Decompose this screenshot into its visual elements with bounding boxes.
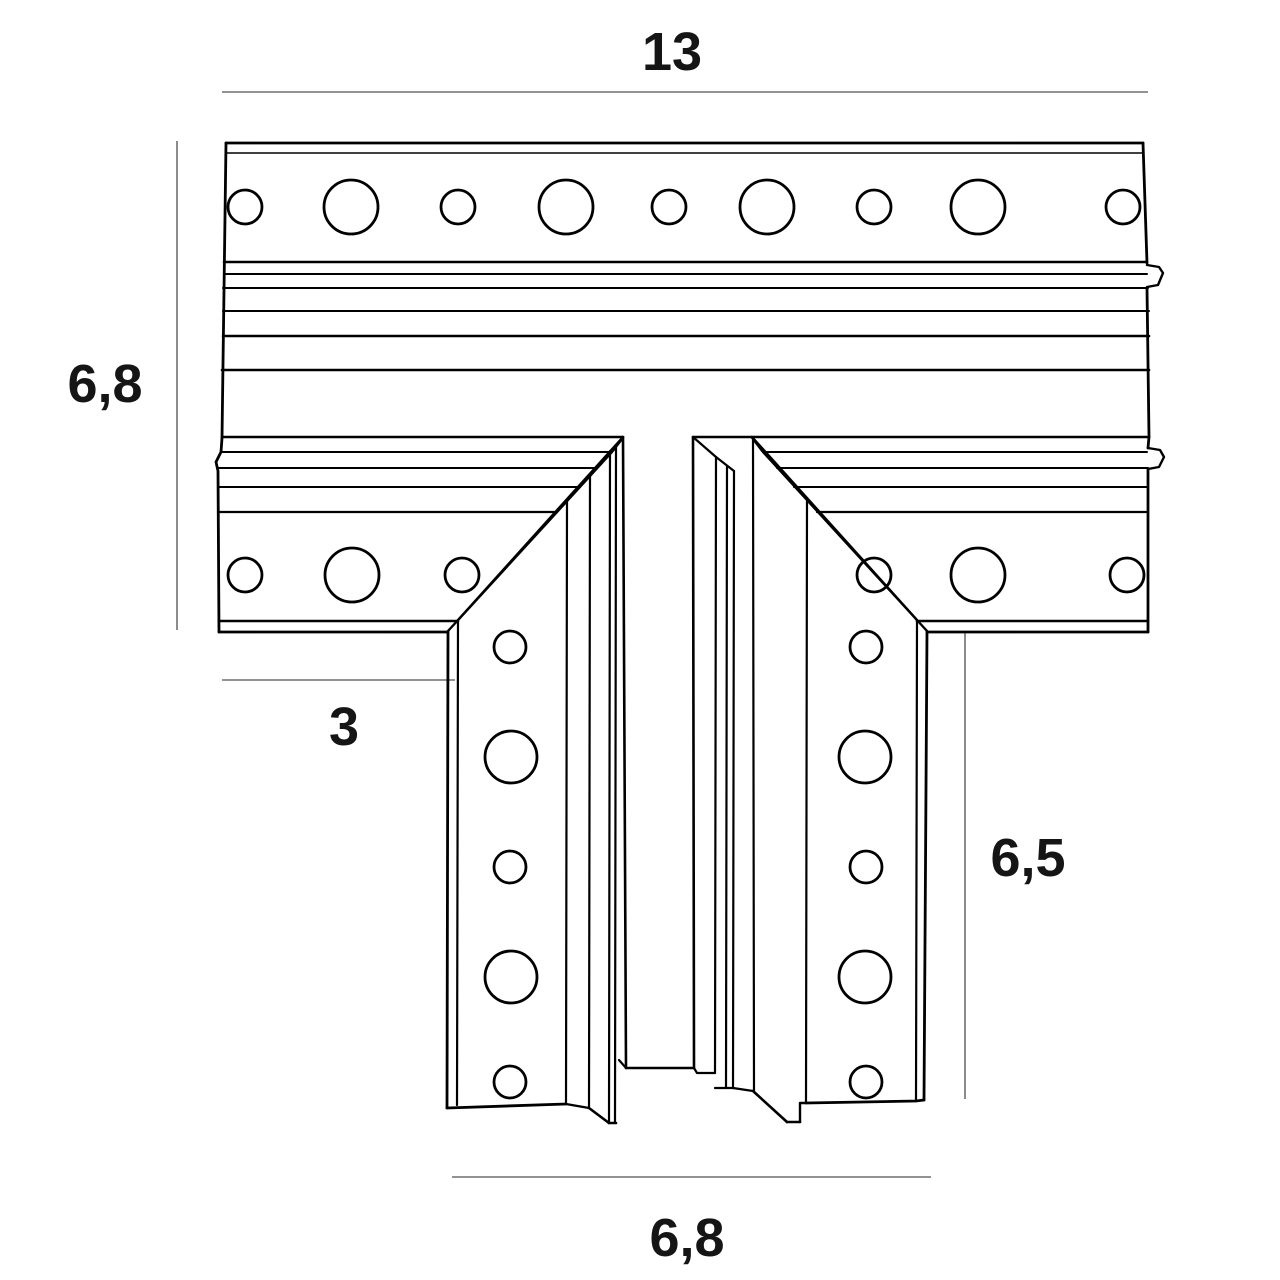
label-stem-bottom-width: 6,8 [649,1208,724,1268]
right-foot-shoulder [731,1086,755,1093]
left-flange-bottom [445,1102,568,1110]
miter-diagonal-inner [446,450,614,633]
miter-diagonal-inner [761,450,929,633]
mounting-hole-small [848,629,884,665]
junction-fan-diagonal [714,455,736,473]
mounting-hole-small [443,556,481,594]
top-bar [214,141,1165,634]
label-top-width: 13 [642,22,702,82]
mounting-hole-small [650,188,688,226]
miter-cap [612,437,624,452]
mounting-hole-small [492,629,528,665]
mounting-hole-small [1104,188,1142,226]
stem-right-inner-edge [914,618,919,1103]
stem-ridge-line [564,499,569,1106]
left-outer-edge [214,141,228,634]
mounting-hole-large [323,546,381,604]
mounting-hole-large [483,729,539,785]
stem-ridge-line [587,474,592,1110]
left-foot-chamfer [587,1106,611,1125]
mounting-hole-large [322,178,380,236]
channel-right-wall [691,435,696,1070]
label-stem-right-height: 6,5 [990,828,1065,888]
right-foot-side [798,1101,808,1124]
stem-right-outer-edge [922,630,929,1102]
stem-ridge-line [724,464,729,1090]
mounting-hole-small [848,849,884,885]
left-foot-shoulder [564,1102,591,1110]
mounting-hole-small [226,188,264,226]
mounting-hole-large [837,729,893,785]
mounting-hole-large [949,178,1007,236]
stem-ridge-line [751,438,756,1093]
right-lip-upper [1145,263,1165,289]
stem-ridge-line [713,455,718,1075]
stem-left-inner-edge [455,618,460,1107]
mounting-hole-small [848,1064,884,1100]
stem-ridge-line [731,469,736,1090]
stem [445,435,929,1125]
stem-ridge-line [607,449,612,1125]
dimension-lines [176,91,1148,1178]
stem-ridge-line [613,443,618,1125]
mounting-hole-large [949,546,1007,604]
dimension-labels: 13 6,8 3 6,5 6,8 [67,22,1065,1268]
right-flange-bottom [804,1098,926,1105]
right-foot-chamfer [751,1089,789,1124]
label-left-height: 6,8 [67,354,142,414]
channel-step-left [617,1058,628,1070]
mounting-hole-large [837,949,893,1005]
mounting-hole-small [855,556,893,594]
mounting-hole-small [492,1064,528,1100]
mounting-hole-small [1108,556,1146,594]
mounting-holes [226,178,1146,1100]
mounting-hole-small [855,188,893,226]
mounting-hole-large [483,949,539,1005]
mounting-hole-small [492,849,528,885]
right-arm [691,435,1166,634]
stem-ridge-line [804,499,809,1105]
right-outer-edge-mid [1145,286,1151,439]
mounting-hole-small [226,556,264,594]
mounting-hole-large [537,178,595,236]
right-outer-edge [1146,435,1151,450]
junction-fan-diagonal [691,435,718,459]
mounting-hole-small [439,188,477,226]
left-arm [217,435,625,634]
channel-step-right [692,1066,717,1075]
right-lip-lower [1146,446,1166,471]
right-outer-edge-upper [1141,141,1149,265]
stem-left-outer-edge [445,630,450,1110]
channel-left-wall [621,435,628,1070]
label-left-arm-width: 3 [329,697,359,757]
mounting-hole-large [738,178,796,236]
